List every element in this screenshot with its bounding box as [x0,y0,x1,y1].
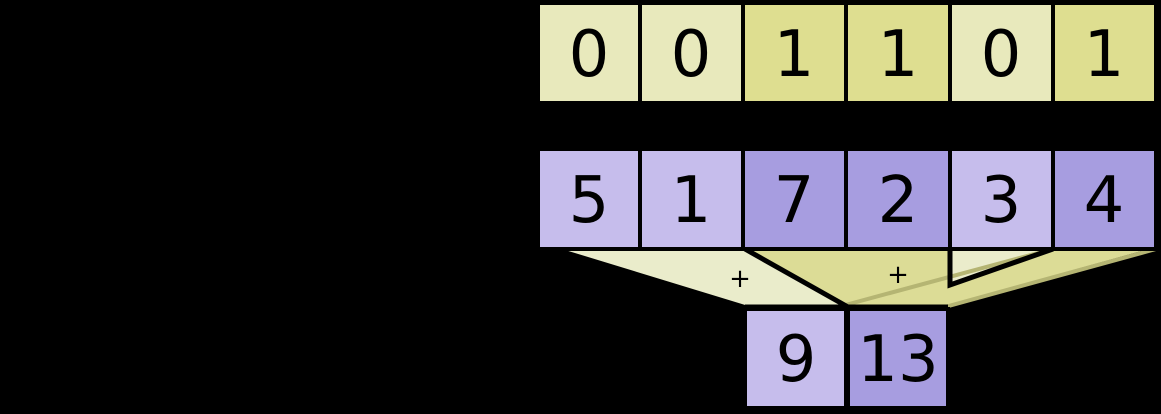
flag-cell-3[interactable] [844,1,952,105]
flag-cell-4[interactable] [948,1,1055,105]
result-cell-1-label: 13 [857,323,938,397]
value-cell-3-label: 2 [878,164,919,238]
flag-cell-0-label: 0 [569,18,610,92]
flag-cell-1[interactable] [638,1,745,105]
flag-cell-1-label: 0 [671,18,712,92]
result-cell-0-label: 9 [776,323,817,397]
value-cell-0[interactable] [536,147,642,251]
operator-plus-left: + [729,264,751,294]
value-cell-5[interactable] [1051,147,1158,251]
value-cell-3[interactable] [844,147,952,251]
flag-cell-3-label: 1 [878,18,919,92]
operator-plus-right: + [887,260,909,290]
funnel-inner-guide-b [944,247,1157,309]
flag-cell-0[interactable] [536,1,642,105]
value-row: 5 1 7 2 3 4 [536,147,1158,251]
value-cell-4-label: 3 [981,164,1022,238]
result-row: 9 13 [743,307,950,410]
value-cell-0-label: 5 [569,164,610,238]
value-cell-4[interactable] [948,147,1055,251]
funnel-group: + + [554,246,1157,310]
flag-cell-4-label: 0 [981,18,1022,92]
flag-cell-2-label: 1 [774,18,815,92]
result-cell-1[interactable] [846,307,950,410]
flag-cell-5-label: 1 [1084,18,1125,92]
value-cell-1-label: 1 [671,164,712,238]
flag-row: 0 0 1 1 0 1 [536,1,1158,105]
funnel-overlap-edge [947,246,1054,289]
value-cell-2[interactable] [741,147,848,251]
value-cell-5-label: 4 [1084,164,1125,238]
value-cell-2-label: 7 [774,164,815,238]
funnel-inner-guide-a [837,247,1054,309]
flag-cell-2[interactable] [741,1,848,105]
result-cell-0[interactable] [743,307,848,410]
flag-cell-5[interactable] [1051,1,1158,105]
funnel-right-left-edge [743,246,850,310]
